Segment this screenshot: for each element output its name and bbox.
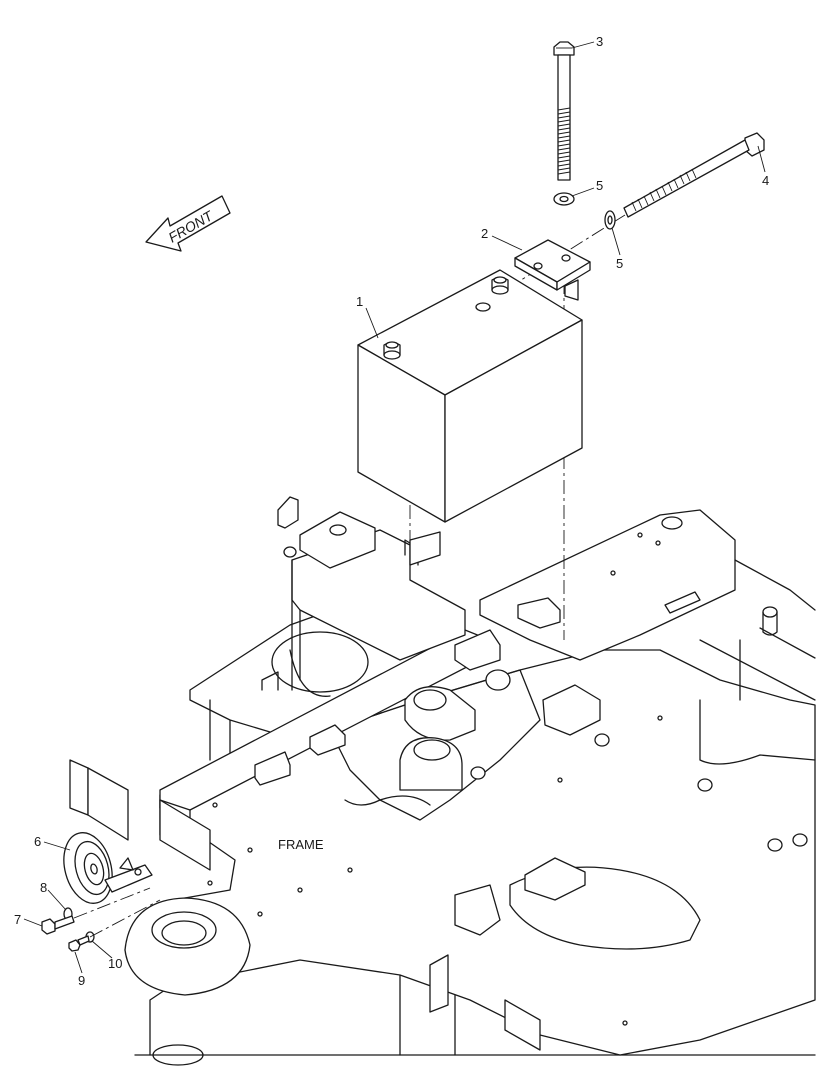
- leader-lines: [23, 41, 766, 974]
- callout-9: 9: [78, 973, 85, 988]
- horn-mount-lines: [73, 887, 161, 938]
- callout-10: 10: [108, 956, 122, 971]
- machine-frame: FRAME: [69, 496, 816, 1066]
- washer-vertical: [553, 192, 575, 206]
- callout-5a: 5: [596, 178, 603, 193]
- callout-7: 7: [14, 912, 21, 927]
- battery: [357, 269, 583, 566]
- horn: [63, 832, 153, 904]
- vertical-bolt: [553, 41, 575, 181]
- callout-2: 2: [481, 226, 488, 241]
- callout-6: 6: [34, 834, 41, 849]
- frame-label: FRAME: [278, 837, 324, 852]
- front-label: FRONT: [166, 207, 217, 246]
- horn-bolt: [41, 915, 75, 935]
- callout-8: 8: [40, 880, 47, 895]
- callout-3: 3: [596, 34, 603, 49]
- callout-labels: 1 2 3 4 5 5 6 7 8 9 10: [14, 34, 769, 988]
- battery-bracket: [514, 239, 591, 301]
- callout-5b: 5: [616, 256, 623, 271]
- horizontal-bolt: [623, 132, 765, 218]
- callout-1: 1: [356, 294, 363, 309]
- washer-horizontal: [604, 210, 616, 230]
- front-arrow: FRONT: [145, 195, 231, 252]
- small-bolt: [68, 935, 90, 952]
- callout-4: 4: [762, 173, 769, 188]
